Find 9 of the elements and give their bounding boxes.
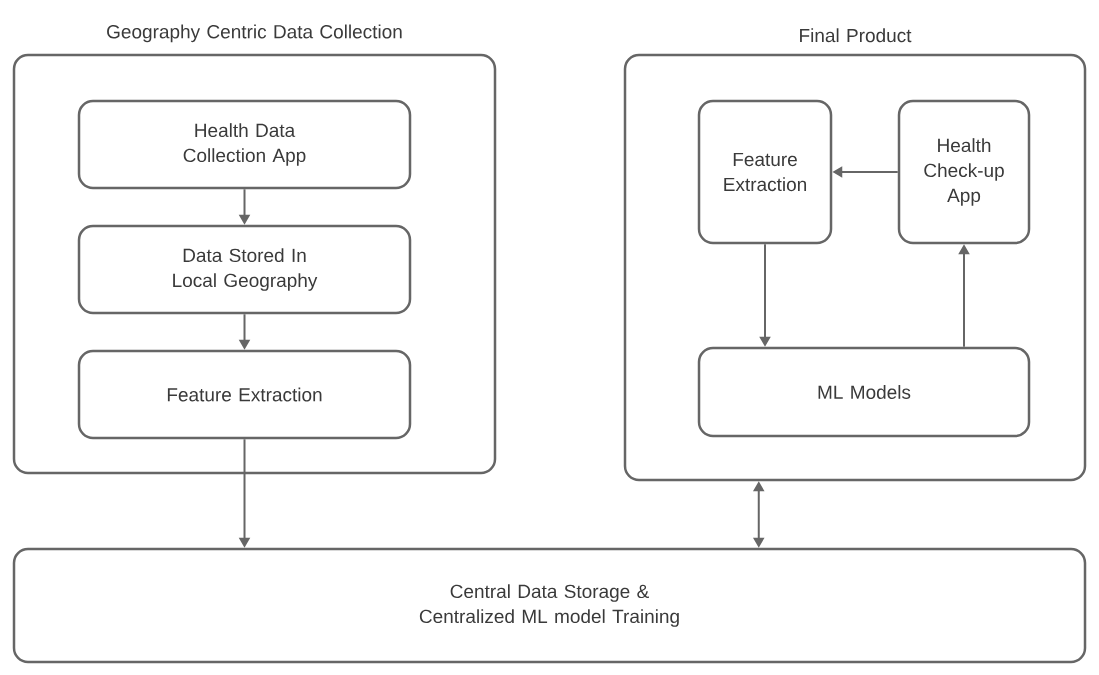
process-box: Feature Extraction [77, 349, 412, 440]
process-box: Data Stored In Local Geography [77, 224, 412, 315]
process-box: Health Data Collection App [77, 99, 412, 190]
process-box: Feature Extraction [697, 99, 833, 245]
node-label: Geography Centric Data Collection [107, 24, 402, 43]
node-label: Final Product [800, 28, 912, 43]
process-box: Central Data Storage & Centralized ML model Training [12, 547, 1087, 664]
process-box: ML Models [697, 346, 1031, 438]
process-box: Health Check-up App [897, 99, 1031, 245]
